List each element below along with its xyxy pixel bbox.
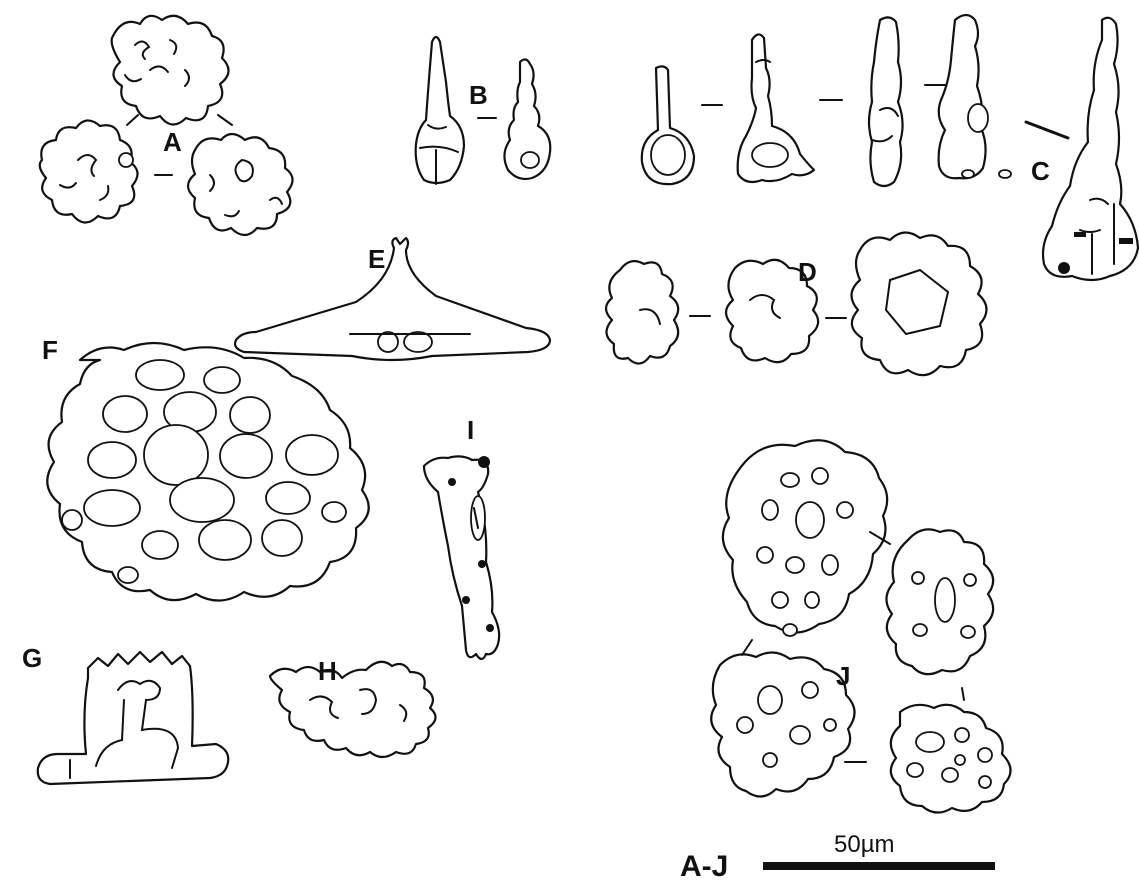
figure-e <box>235 238 550 360</box>
label-i: I <box>467 415 474 445</box>
scale-bar-range-label: A-J <box>680 850 728 883</box>
label-f: F <box>42 335 58 365</box>
sclerite-c3 <box>869 17 903 186</box>
label-c: C <box>1031 156 1050 186</box>
sclerite-a-top <box>112 16 229 125</box>
figure-d <box>606 232 987 375</box>
scale-bar-line <box>763 862 995 870</box>
label-h: H <box>318 656 337 686</box>
figure-b <box>416 37 551 184</box>
sclerite-j1 <box>723 440 887 636</box>
figure-a <box>40 16 293 235</box>
label-e: E <box>368 244 385 274</box>
figure-j <box>711 440 1010 812</box>
sclerite-a-right <box>188 134 293 235</box>
sclerite-b-left <box>416 37 464 183</box>
figure-g <box>38 652 229 784</box>
sclerite-j3 <box>711 652 854 796</box>
sclerite-c1 <box>642 66 694 184</box>
figure-f <box>47 343 368 601</box>
scale-bar: A-J 50µm <box>680 831 995 883</box>
sclerite-j4 <box>891 705 1011 813</box>
sclerite-c2 <box>738 34 814 182</box>
sclerite-g <box>38 652 229 784</box>
label-b: B <box>469 80 488 110</box>
label-j: J <box>836 661 850 691</box>
sclerite-j2 <box>886 529 993 674</box>
sclerite-h <box>270 662 436 757</box>
figure-i <box>424 456 499 659</box>
sclerite-c5 <box>1043 18 1138 280</box>
label-d: D <box>798 257 817 287</box>
label-g: G <box>22 643 42 673</box>
sclerite-d3 <box>851 232 986 375</box>
scale-bar-value: 50µm <box>834 831 895 858</box>
label-a: A <box>163 127 182 157</box>
sclerite-c4 <box>939 15 1011 178</box>
sclerite-a-left <box>40 120 138 222</box>
figure-h <box>270 662 436 757</box>
sclerite-d1 <box>606 261 678 363</box>
